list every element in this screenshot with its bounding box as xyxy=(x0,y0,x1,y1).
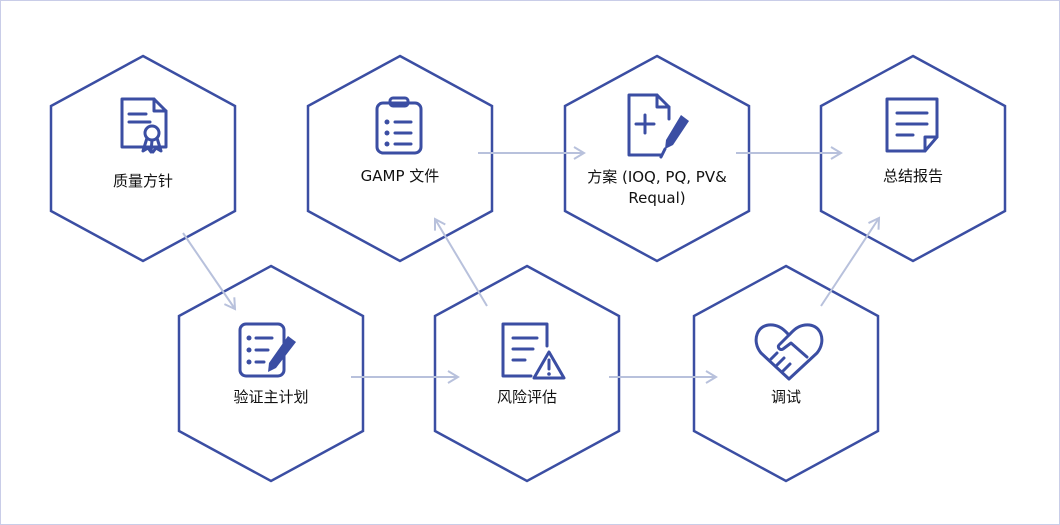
document-warning-icon xyxy=(501,322,566,380)
node-label-quality-policy: 质量方针 xyxy=(112,172,173,190)
hexagon-validation-master-plan xyxy=(177,264,365,483)
document-add-pen-icon xyxy=(627,93,689,159)
node-label-risk-assessment: 风险评估 xyxy=(496,388,557,406)
node-label-validation-master-plan: 验证主计划 xyxy=(233,388,309,406)
hexagon-gamp-docs xyxy=(306,54,494,263)
checklist-pen-icon xyxy=(238,322,296,378)
handshake-icon xyxy=(754,323,824,381)
hexagon-risk-assessment xyxy=(433,264,621,483)
arrow-policy-to-vmp xyxy=(182,232,237,311)
certificate-icon xyxy=(120,97,168,154)
clipboard-icon xyxy=(375,96,423,155)
hexagon-summary-report xyxy=(819,54,1007,263)
node-label-gamp-docs: GAMP 文件 xyxy=(360,167,440,185)
hexagon-quality-policy xyxy=(49,54,237,263)
arrow-risk-to-gamp xyxy=(433,217,488,307)
hexagon-debugging xyxy=(692,264,880,483)
node-label-protocol: 方案 (IOQ, PQ, PV& Requal) xyxy=(587,168,727,207)
note-icon xyxy=(885,97,939,153)
hexagon-protocol xyxy=(563,54,751,263)
arrow-debug-to-report xyxy=(820,216,881,307)
node-label-summary-report: 总结报告 xyxy=(882,167,943,185)
node-label-debugging: 调试 xyxy=(770,388,801,406)
